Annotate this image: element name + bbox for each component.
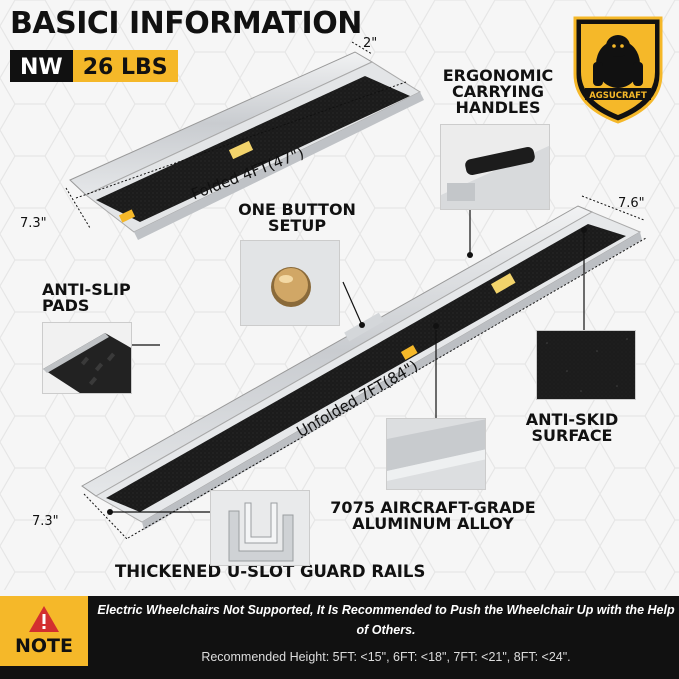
alloy-label: 7075 AIRCRAFT-GRADE ALUMINUM ALLOY — [330, 498, 536, 533]
net-weight-value: 26 LBS — [72, 50, 178, 82]
button-inset — [240, 240, 340, 326]
button-label: ONE BUTTON SETUP — [238, 200, 356, 235]
ramp-illustration — [65, 41, 647, 541]
aluminum-inset — [386, 418, 486, 490]
net-weight-badge: NW 26 LBS — [10, 50, 178, 82]
rails-inset — [210, 490, 310, 566]
brand-logo: AGSUCRAFT — [573, 16, 663, 124]
anti-slip-label: ANTI-SLIP PADS — [42, 280, 131, 315]
warning-icon — [29, 606, 59, 632]
note-badge: NOTE — [0, 596, 88, 666]
logo-text: AGSUCRAFT — [589, 91, 647, 101]
page-title: BASICI INFORMATION — [10, 6, 362, 41]
anti-skid-inset — [536, 330, 636, 400]
folded-ramp — [69, 51, 424, 240]
note-label: NOTE — [15, 635, 73, 657]
net-weight-label: NW — [10, 50, 73, 82]
note-bar — [0, 596, 679, 679]
handles-label: ERGONOMIC CARRYING HANDLES — [442, 66, 554, 117]
note-text: Electric Wheelchairs Not Supported, It I… — [97, 603, 675, 637]
handle-inset — [440, 124, 550, 210]
recommended-height-text: Recommended Height: 5FT: <15", 6FT: <18"… — [201, 650, 571, 664]
rails-label: THICKENED U-SLOT GUARD RAILS — [115, 562, 426, 581]
folded-width-dimension: 7.3" — [20, 216, 47, 231]
top-width-dimension: 2" — [363, 36, 378, 51]
unfolded-width-top-dimension: 7.6" — [618, 196, 645, 211]
dimension-lines — [65, 41, 647, 541]
anti-slip-inset — [42, 322, 132, 394]
leader-lines — [110, 210, 585, 513]
unfolded-width-bottom-dimension: 7.3" — [32, 514, 59, 529]
unfolded-ramp — [81, 205, 642, 530]
anti-skid-label: ANTI-SKID SURFACE — [525, 410, 619, 445]
